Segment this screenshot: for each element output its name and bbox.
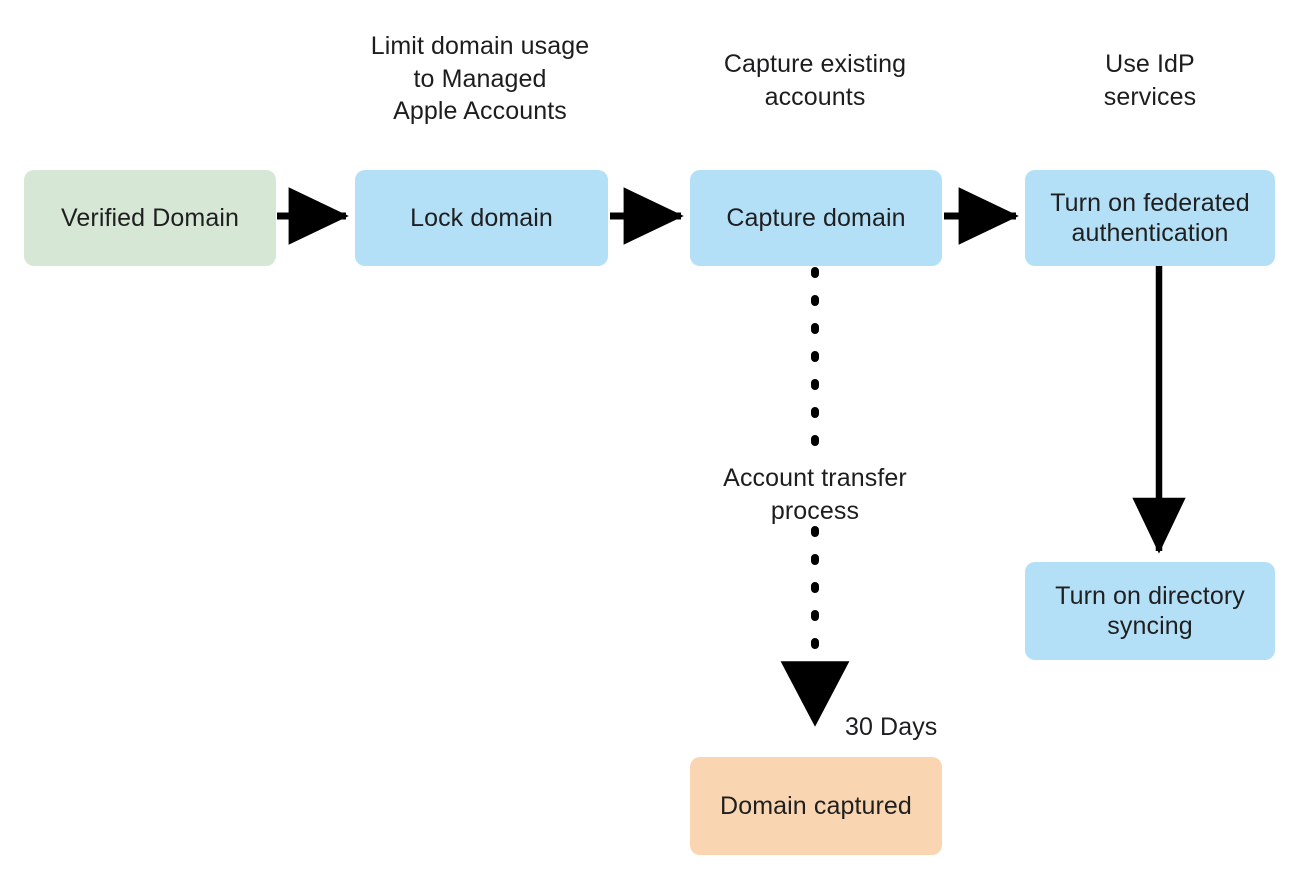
- node-directory-syncing-label-line-2: syncing: [1107, 612, 1193, 640]
- edge-label-thirty-days: 30 Days: [845, 711, 1025, 744]
- caption-lock-domain-line-3: Apple Accounts: [393, 97, 567, 125]
- caption-capture-domain-line-1: Capture existing: [723, 50, 907, 78]
- node-lock-domain[interactable]: Lock domain: [355, 170, 608, 266]
- node-federated-auth-label-line-2: authentication: [1071, 219, 1229, 247]
- caption-federated-auth: Use IdP services: [1025, 48, 1275, 113]
- caption-federated-auth-line-2: services: [1103, 82, 1197, 111]
- node-federated-auth[interactable]: Turn on federated authentication: [1025, 170, 1275, 266]
- caption-capture-domain: Capture existing accounts: [665, 48, 965, 113]
- node-directory-syncing-label-line-1: Turn on directory: [1055, 581, 1245, 610]
- caption-federated-auth-line-1: Use IdP: [1105, 50, 1195, 78]
- caption-lock-domain: Limit domain usage to Managed Apple Acco…: [330, 30, 630, 128]
- edge-label-thirty-days-text: 30 Days: [845, 713, 938, 741]
- node-capture-domain[interactable]: Capture domain: [690, 170, 942, 266]
- node-lock-domain-label: Lock domain: [410, 203, 553, 232]
- node-capture-domain-label: Capture domain: [726, 203, 906, 232]
- node-federated-auth-label-line-1: Turn on federated: [1050, 188, 1250, 217]
- caption-lock-domain-line-1: Limit domain usage: [370, 32, 590, 60]
- edge-label-account-transfer-line-1: Account transfer: [723, 464, 907, 492]
- caption-capture-domain-line-2: accounts: [764, 82, 866, 111]
- node-verified-domain[interactable]: Verified Domain: [24, 170, 276, 266]
- node-domain-captured-label: Domain captured: [720, 791, 912, 820]
- edge-label-account-transfer: Account transfer process: [665, 462, 965, 527]
- caption-lock-domain-line-2: to Managed: [413, 64, 547, 93]
- node-domain-captured[interactable]: Domain captured: [690, 757, 942, 855]
- node-directory-syncing[interactable]: Turn on directory syncing: [1025, 562, 1275, 660]
- edge-label-account-transfer-line-2: process: [770, 496, 860, 525]
- node-verified-domain-label: Verified Domain: [61, 203, 239, 232]
